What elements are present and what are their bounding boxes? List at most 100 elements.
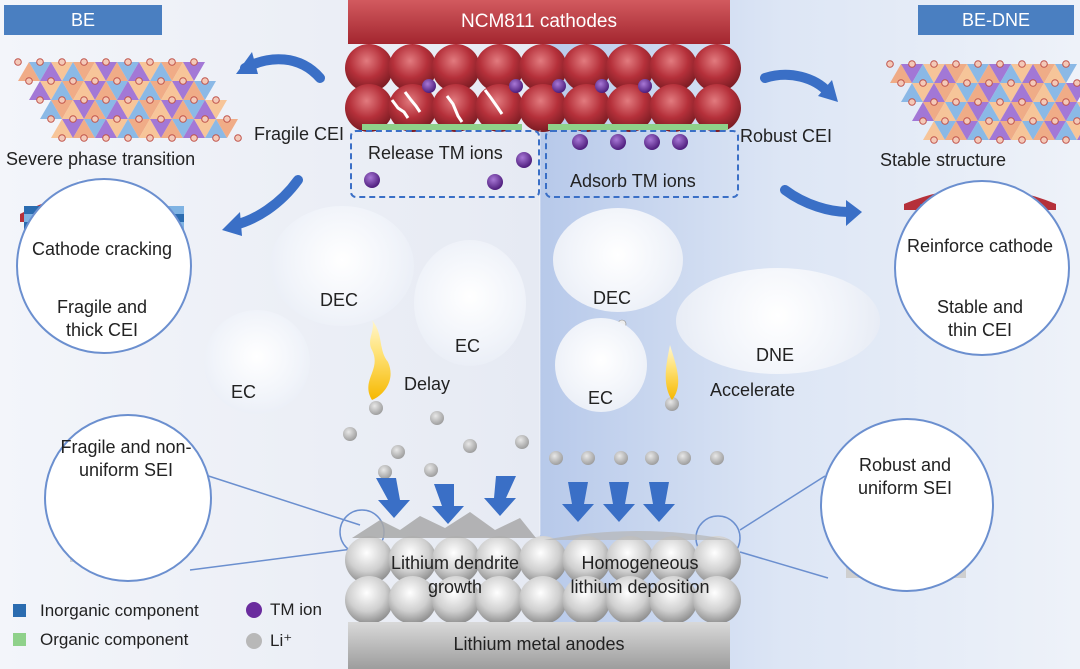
right-lattice: [989, 121, 1011, 140]
anode-particle: [693, 536, 741, 584]
arrow-to-crack-left: [230, 175, 303, 230]
li-ion: [549, 451, 563, 465]
right-lattice: [978, 64, 1000, 83]
left-lattice-node: [58, 96, 66, 104]
right-lattice: [912, 83, 934, 102]
right-lattice: [945, 83, 967, 102]
cathode-particle: [606, 84, 654, 132]
left-lattice-node: [47, 115, 55, 123]
left-lattice: [194, 100, 216, 119]
homogeneous-deposition-label: Homogeneous lithium deposition: [570, 553, 710, 597]
li-ion-legend-icon: [246, 633, 262, 649]
right-lattice-node: [974, 60, 982, 68]
li-ion: [710, 451, 724, 465]
right-lattice: [923, 64, 945, 83]
right-lattice: [890, 64, 912, 83]
anode-particle: [475, 576, 524, 624]
left-lattice: [62, 100, 84, 119]
left-lattice: [51, 119, 73, 138]
cathode-particle: [388, 84, 437, 132]
anode-particle: [432, 576, 480, 624]
left-lattice: [95, 119, 117, 138]
tm-ion-released: [364, 172, 380, 188]
left-lattice-node: [58, 134, 66, 142]
anode-particle: [432, 536, 480, 584]
right-lattice: [1044, 102, 1066, 121]
left-lattice: [172, 62, 194, 81]
left-lattice-node: [135, 115, 143, 123]
arrow-to-reinforce-right: [780, 185, 853, 217]
left-lattice-node: [124, 134, 132, 142]
left-lattice: [128, 81, 150, 100]
delay-flame: [368, 320, 391, 400]
arrow-to-reinforce-right-head: [846, 200, 862, 226]
left-lattice-node: [190, 134, 198, 142]
fragile-sei-label: Fragile and non- uniform SEI: [60, 437, 192, 480]
release-tm-label: Release TM ions: [368, 143, 503, 163]
left-lattice-node: [146, 134, 154, 142]
left-lattice: [62, 62, 84, 81]
right-zoom-line: [739, 475, 826, 531]
tm-ion-released: [487, 174, 503, 190]
right-lattice-node: [1073, 117, 1080, 125]
left-lattice-node: [102, 96, 110, 104]
right-lattice: [978, 121, 1000, 140]
right-lattice-node: [886, 60, 894, 68]
left-lattice-node: [190, 96, 198, 104]
right-lattice: [923, 121, 945, 140]
anode-particle: [562, 536, 611, 584]
ec-bubble-left-bottom: [204, 310, 310, 414]
left-lattice-node: [102, 134, 110, 142]
anode-particle: [649, 536, 698, 584]
deposition-arrow: [562, 482, 594, 522]
left-lattice: [139, 62, 161, 81]
right-lattice: [956, 102, 978, 121]
left-lattice-node: [201, 115, 209, 123]
right-lattice: [1044, 64, 1066, 83]
right-lattice: [1033, 83, 1055, 102]
cathode-cracking-inset: [16, 178, 192, 354]
dendrite-arrow: [376, 478, 410, 518]
crack-line: [445, 95, 464, 123]
right-lattice-node: [985, 117, 993, 125]
right-lattice: [912, 102, 934, 121]
left-lattice: [51, 100, 73, 119]
right-lattice: [1011, 121, 1033, 140]
left-lattice: [73, 119, 95, 138]
right-lattice-node: [930, 98, 938, 106]
cathode-particle: [693, 44, 741, 92]
right-lattice: [912, 64, 934, 83]
uniform-deposition-layer: [544, 531, 730, 540]
right-lattice: [901, 83, 923, 102]
ec-label-left-top: EC: [455, 336, 481, 356]
arrow-to-phase-right-head: [818, 80, 838, 102]
left-lattice: [183, 119, 205, 138]
left-lattice: [62, 119, 84, 138]
robust-sei-label: Robust and uniform SEI: [857, 455, 953, 498]
right-lattice: [1044, 121, 1066, 140]
tm-ion-released: [516, 152, 532, 168]
left-lattice: [150, 119, 172, 138]
organic-legend-label: Organic component: [40, 630, 189, 649]
right-lattice: [1011, 64, 1033, 83]
right-lattice-node: [996, 60, 1004, 68]
arrow-to-phase-right: [760, 69, 833, 97]
left-lattice: [106, 119, 128, 138]
left-lattice: [183, 81, 205, 100]
li-ion: [369, 401, 383, 415]
dec-bubble-right: [553, 208, 683, 312]
right-lattice-node: [1073, 79, 1080, 87]
anode-particle: [345, 576, 393, 624]
right-lattice-node: [908, 98, 916, 106]
be-dne-tag: BE-DNE: [918, 5, 1074, 35]
left-lattice-node: [69, 77, 77, 85]
anode-particle: [606, 576, 654, 624]
ec-bubble-left-top: [414, 240, 526, 366]
left-lattice: [172, 100, 194, 119]
cathode-cracking-label: Cathode cracking: [31, 239, 173, 259]
right-lattice: [978, 83, 1000, 102]
right-lattice-node: [1062, 136, 1070, 144]
robust-cei-label: Robust CEI: [740, 126, 833, 146]
left-lattice-node: [91, 77, 99, 85]
